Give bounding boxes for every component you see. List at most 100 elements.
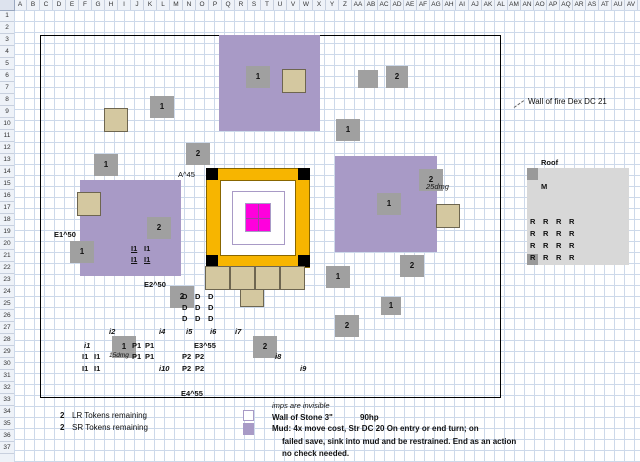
row-header[interactable]: 4 (0, 46, 14, 58)
row-header[interactable]: 22 (0, 262, 14, 274)
row-header[interactable]: 28 (0, 334, 14, 346)
row-header[interactable]: 18 (0, 214, 14, 226)
column-header[interactable]: AR (573, 0, 586, 10)
column-header[interactable]: V (287, 0, 300, 10)
row-header[interactable]: 2 (0, 22, 14, 34)
row-header[interactable]: 5 (0, 58, 14, 70)
row-header[interactable]: 6 (0, 70, 14, 82)
column-header[interactable]: B (27, 0, 40, 10)
row-header[interactable]: 26 (0, 310, 14, 322)
row-header[interactable]: 23 (0, 274, 14, 286)
row-header[interactable]: 32 (0, 382, 14, 394)
row-header[interactable]: 25 (0, 298, 14, 310)
column-header[interactable]: O (196, 0, 209, 10)
row-header[interactable]: 24 (0, 286, 14, 298)
token[interactable]: 2 (147, 217, 171, 239)
column-header[interactable]: P (209, 0, 222, 10)
row-header[interactable]: 37 (0, 442, 14, 454)
column-header[interactable]: I (118, 0, 131, 10)
token[interactable]: 2 (400, 255, 424, 277)
row-header[interactable]: 20 (0, 238, 14, 250)
column-header[interactable]: AI (456, 0, 469, 10)
row-header[interactable]: 9 (0, 106, 14, 118)
token[interactable]: 1 (326, 266, 350, 288)
column-header[interactable]: AN (521, 0, 534, 10)
column-header[interactable]: AV (625, 0, 638, 10)
row-header[interactable]: 8 (0, 94, 14, 106)
column-header[interactable]: F (79, 0, 92, 10)
row-header[interactable]: 3 (0, 34, 14, 46)
column-header[interactable]: T (261, 0, 274, 10)
token[interactable]: 1 (112, 336, 136, 358)
column-header[interactable]: AH (443, 0, 456, 10)
column-header[interactable]: AB (365, 0, 378, 10)
row-header[interactable]: 17 (0, 202, 14, 214)
row-header[interactable]: 29 (0, 346, 14, 358)
row-header[interactable]: 14 (0, 166, 14, 178)
row-header[interactable]: 21 (0, 250, 14, 262)
column-header[interactable]: AL (495, 0, 508, 10)
token[interactable]: 1 (377, 193, 401, 215)
column-header[interactable]: AS (586, 0, 599, 10)
column-header[interactable]: G (92, 0, 105, 10)
column-header[interactable]: Q (222, 0, 235, 10)
token[interactable]: 2 (170, 286, 194, 308)
token[interactable]: 2 (253, 336, 277, 358)
column-header[interactable]: AF (417, 0, 430, 10)
token[interactable]: 2 (386, 66, 408, 88)
column-header[interactable]: R (235, 0, 248, 10)
column-header[interactable]: AM (508, 0, 521, 10)
row-header[interactable]: 19 (0, 226, 14, 238)
row-header[interactable]: 27 (0, 322, 14, 334)
row-header[interactable]: 12 (0, 142, 14, 154)
column-header[interactable]: N (183, 0, 196, 10)
row-header[interactable]: 34 (0, 406, 14, 418)
column-header[interactable]: AK (482, 0, 495, 10)
select-all-corner[interactable] (0, 0, 15, 11)
row-header[interactable]: 33 (0, 394, 14, 406)
column-header[interactable]: AA (352, 0, 365, 10)
row-header[interactable]: 13 (0, 154, 14, 166)
token[interactable]: 1 (70, 241, 94, 263)
column-header[interactable]: D (53, 0, 66, 10)
column-header[interactable]: W (300, 0, 313, 10)
column-header[interactable]: AD (391, 0, 404, 10)
column-header[interactable]: AP (547, 0, 560, 10)
column-header[interactable]: H (105, 0, 118, 10)
token[interactable]: 1 (336, 119, 360, 141)
token[interactable]: 2 (186, 143, 210, 165)
column-header[interactable]: S (248, 0, 261, 10)
row-header[interactable]: 35 (0, 418, 14, 430)
row-header[interactable]: 7 (0, 82, 14, 94)
column-header[interactable]: AQ (560, 0, 573, 10)
token[interactable]: 1 (94, 154, 118, 176)
column-header[interactable]: Z (339, 0, 352, 10)
column-header[interactable]: M (170, 0, 183, 10)
column-header[interactable]: Y (326, 0, 339, 10)
column-header[interactable]: A (14, 0, 27, 10)
column-header[interactable]: L (157, 0, 170, 10)
row-header[interactable]: 36 (0, 430, 14, 442)
column-header[interactable]: E (66, 0, 79, 10)
token[interactable]: 1 (246, 66, 270, 88)
column-header[interactable]: AU (612, 0, 625, 10)
token[interactable] (358, 70, 378, 88)
column-header[interactable]: AT (599, 0, 612, 10)
column-header[interactable]: AC (378, 0, 391, 10)
column-header[interactable]: AO (534, 0, 547, 10)
column-header[interactable]: AJ (469, 0, 482, 10)
row-header[interactable]: 30 (0, 358, 14, 370)
token[interactable]: 1 (381, 297, 401, 315)
column-header[interactable]: J (131, 0, 144, 10)
token[interactable]: 1 (150, 96, 174, 118)
column-header[interactable]: X (313, 0, 326, 10)
token[interactable]: 2 (419, 169, 443, 191)
token[interactable]: 2 (335, 315, 359, 337)
cell-grid[interactable]: 1 2 1 2 1 2 1 2 1 1 2 2 1 1 2 2 1 E1^50 … (14, 10, 640, 462)
column-header[interactable]: U (274, 0, 287, 10)
row-header[interactable]: 15 (0, 178, 14, 190)
column-header[interactable]: AE (404, 0, 417, 10)
